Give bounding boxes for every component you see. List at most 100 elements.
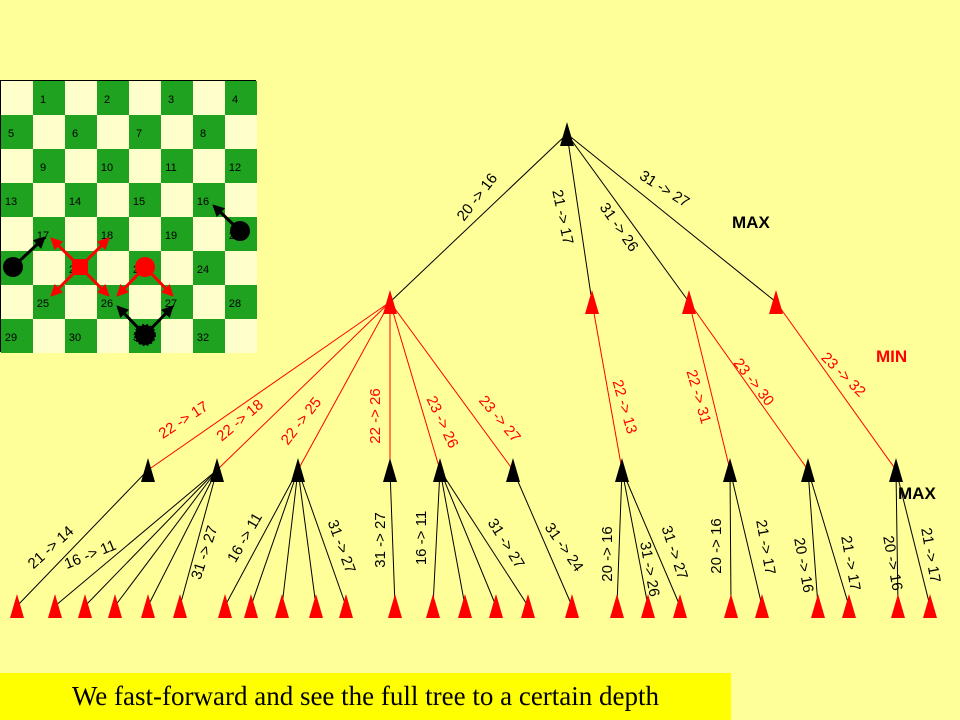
board-square <box>65 319 97 353</box>
board-square <box>1 319 33 353</box>
board-square <box>193 251 225 285</box>
tree-edge <box>688 301 731 471</box>
square-number: 28 <box>228 298 242 310</box>
board-square <box>193 81 225 115</box>
max-node-root <box>560 122 574 146</box>
tree-edge <box>179 469 218 607</box>
slide-caption: We fast-forward and see the full tree to… <box>0 673 731 720</box>
move-label: 20 -> 16 <box>708 518 725 573</box>
tree-edge <box>621 469 681 607</box>
max-node <box>383 458 397 482</box>
board-square <box>33 251 65 285</box>
min-leaf-node <box>673 594 687 618</box>
board-square <box>1 81 33 115</box>
square-number: 10 <box>100 162 114 174</box>
board-square <box>225 115 257 149</box>
board-square <box>1 149 33 183</box>
tree-edge <box>775 301 897 471</box>
min-leaf-node <box>923 594 937 618</box>
square-number: 11 <box>165 162 177 174</box>
min-leaf-node <box>842 594 856 618</box>
square-number: 30 <box>68 332 82 344</box>
square-number: 1 <box>39 94 47 106</box>
min-node <box>383 290 397 314</box>
board-square <box>33 81 65 115</box>
board-square <box>1 285 33 319</box>
move-label: 20 -> 16 <box>599 526 616 581</box>
tree-edge <box>729 469 763 607</box>
level-label-max-top: MAX <box>732 213 770 232</box>
red-king-piece <box>72 259 88 275</box>
square-number: 12 <box>228 162 242 174</box>
move-label: 31 -> 27 <box>636 167 692 211</box>
max-node <box>210 458 224 482</box>
board-square <box>161 115 193 149</box>
min-leaf-node <box>724 594 738 618</box>
board-square <box>33 115 65 149</box>
move-label: 20 -> 16 <box>454 170 502 224</box>
board-square <box>33 319 65 353</box>
min-leaf-node <box>641 594 655 618</box>
max-node <box>433 458 447 482</box>
board-square <box>193 285 225 319</box>
square-number: 6 <box>71 128 79 140</box>
min-node <box>769 290 783 314</box>
square-number: 25 <box>36 298 50 310</box>
move-label: 21 -> 17 <box>752 518 778 576</box>
move-label: 23 -> 27 <box>475 392 524 445</box>
tree-edge <box>297 469 317 607</box>
board-square <box>1 217 33 251</box>
board-square <box>193 115 225 149</box>
move-label: 20 -> 16 <box>879 534 905 592</box>
move-label: 21 -> 17 <box>917 526 943 584</box>
board-square <box>97 319 129 353</box>
square-number: 16 <box>196 196 210 208</box>
tree-edge <box>16 469 149 607</box>
min-leaf-node <box>218 594 232 618</box>
min-leaf-node <box>141 594 155 618</box>
board-square <box>129 285 161 319</box>
move-label: 31 -> 27 <box>484 516 528 572</box>
move-label: 31 -> 27 <box>372 512 389 567</box>
tree-edge <box>216 301 391 471</box>
board-square <box>225 183 257 217</box>
move-label: 22 -> 31 <box>683 368 715 426</box>
red-piece <box>135 257 155 277</box>
board-square <box>129 183 161 217</box>
tree-edge <box>389 301 441 471</box>
min-leaf-node <box>891 594 905 618</box>
board-square <box>33 183 65 217</box>
move-label: 22 -> 26 <box>367 388 384 443</box>
square-number: 14 <box>68 196 82 208</box>
board-pieces <box>3 204 250 346</box>
max-node <box>801 458 815 482</box>
move-label: 23 -> 32 <box>818 349 869 400</box>
min-leaf-node <box>521 594 535 618</box>
move-label: 22 -> 13 <box>609 378 641 436</box>
black-piece <box>230 221 250 241</box>
move-label: 16 -> 11 <box>62 537 119 573</box>
square-number: 19 <box>164 230 178 242</box>
max-node <box>889 458 903 482</box>
tree-edge <box>895 469 899 607</box>
board-square <box>129 115 161 149</box>
min-leaf-node <box>339 594 353 618</box>
board-square <box>161 251 193 285</box>
tree-edge <box>224 469 299 607</box>
min-leaf-node <box>458 594 472 618</box>
tree-edge <box>281 469 299 607</box>
level-label-min: MIN <box>876 347 907 366</box>
board-square <box>129 81 161 115</box>
tree-edge <box>84 469 218 607</box>
move-label: 16 -> 11 <box>413 511 430 565</box>
tree-edge <box>439 469 466 607</box>
square-number: 24 <box>196 264 210 276</box>
board-square <box>97 115 129 149</box>
tree-edge <box>591 301 623 471</box>
board-square <box>225 81 257 115</box>
tree-edge <box>895 469 931 607</box>
tree-edge <box>114 469 218 607</box>
move-label: 22 -> 25 <box>278 394 326 448</box>
square-number: 7 <box>135 128 143 140</box>
tree-edge <box>688 301 809 471</box>
